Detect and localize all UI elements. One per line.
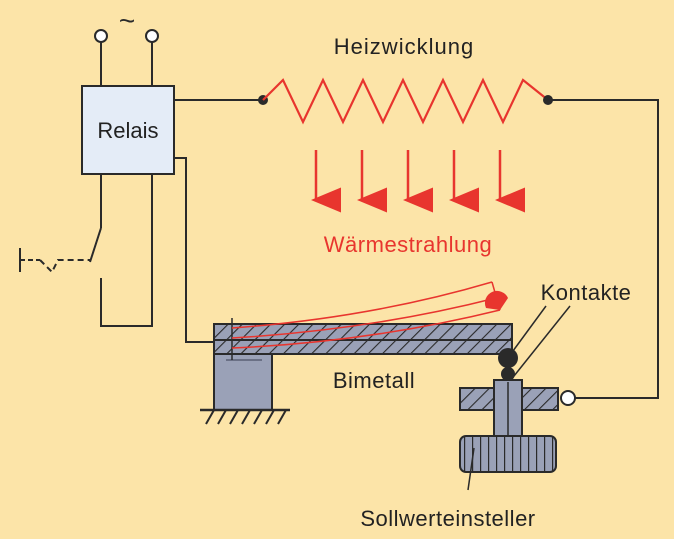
switch-blade <box>89 227 102 263</box>
ac-supply: ~ <box>94 5 159 86</box>
contacts-pointer <box>509 305 547 356</box>
lower-contact <box>501 367 515 381</box>
contacts-pointer <box>513 305 571 377</box>
setpoint-pointer <box>467 447 475 491</box>
setpoint-adjuster <box>459 379 576 473</box>
ground-hatch-icon <box>200 408 290 425</box>
adjuster-knob <box>459 435 557 473</box>
switch-circuit <box>19 174 153 327</box>
terminal-left-icon <box>94 29 108 43</box>
radiation-arrows <box>311 150 525 213</box>
bimetal-label: Bimetall <box>333 368 415 393</box>
heater-label: Heizwicklung <box>334 34 474 59</box>
upper-contact <box>498 348 518 368</box>
setpoint-label: Sollwerteinsteller <box>360 506 535 531</box>
contacts-label: Kontakte <box>541 280 632 305</box>
relay-box <box>81 85 175 175</box>
bimetal-strip <box>213 318 513 360</box>
ac-symbol: ~ <box>119 5 135 36</box>
wire-heater-return <box>548 99 659 399</box>
radiation-label: Wärmestrahlung <box>324 232 492 257</box>
terminal-screw-icon <box>560 390 576 406</box>
bimetal-bent-outline <box>231 281 508 349</box>
heating-coil <box>262 77 549 125</box>
bent-contact <box>484 290 508 310</box>
switch-symbol-icon <box>19 248 90 274</box>
relay-label: Relais <box>97 118 158 143</box>
wire-relay-bimetal <box>174 157 228 343</box>
relay: Relais <box>81 85 175 175</box>
terminal-right-icon <box>145 29 159 43</box>
